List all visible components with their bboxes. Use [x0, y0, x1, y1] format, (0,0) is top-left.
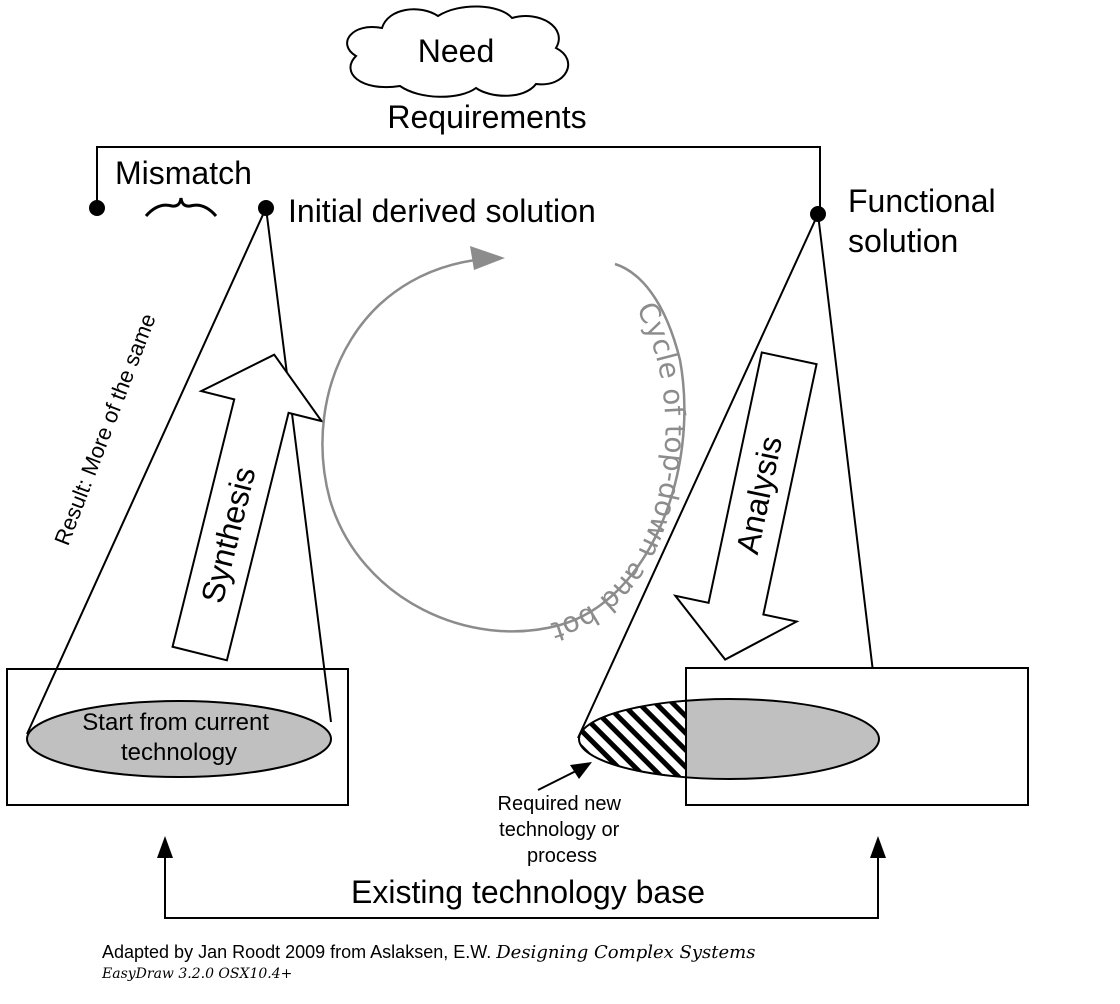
required-technology-label: Required new technology or process — [498, 793, 627, 867]
cycle-loop: Cycle of top-down and bottom-up spirals — [0, 0, 691, 649]
requirement-point — [89, 200, 105, 216]
cloud-shape — [346, 5, 569, 98]
mismatch-brace — [144, 197, 218, 218]
need-label: Need — [418, 33, 495, 69]
required-pointer-head — [570, 762, 592, 779]
requirements-bracket — [96, 146, 821, 212]
current-technology-ellipse — [26, 700, 332, 778]
cycle-label: Cycle of top-down and bottom-up spirals — [0, 0, 691, 649]
cycle-arrowhead — [470, 246, 505, 270]
start-line-1: Start from current — [82, 709, 269, 736]
analysis-arrow: Analysis — [672, 351, 818, 661]
existing-technology-base-label: Existing technology base — [351, 874, 705, 910]
mismatch-label: Mismatch — [115, 155, 252, 191]
required-line-1: Required new — [498, 793, 622, 815]
left-cone — [26, 204, 332, 735]
technology-base-connector — [164, 850, 879, 919]
need-cloud: Need — [346, 5, 569, 98]
cycle-label-path: Cycle of top-down and bottom-up spirals — [0, 0, 691, 649]
start-line-2: technology — [121, 739, 237, 766]
analysis-arrow-shape — [672, 351, 818, 661]
target-technology-outline — [578, 698, 880, 780]
cycle-path — [321, 256, 686, 633]
requirements-label: Requirements — [387, 99, 586, 135]
synthesis-arrow-shape — [171, 353, 324, 662]
software-credit: EasyDraw 3.2.0 OSX10.4+ — [101, 966, 292, 982]
credit-line: Adapted by Jan Roodt 2009 from Aslaksen,… — [102, 942, 755, 963]
right-up-arrowhead — [870, 836, 886, 858]
left-up-arrowhead — [157, 836, 173, 858]
required-line-2: technology or — [499, 819, 619, 841]
functional-solution-label: Functional solution — [848, 183, 1005, 259]
cycle-label-text: Cycle of top-down and bottom-up spirals — [0, 0, 691, 649]
result-label: Result: More of the same — [49, 310, 160, 548]
synthesis-arrow: Synthesis — [171, 353, 324, 662]
right-cone — [577, 210, 881, 739]
required-line-3: process — [527, 845, 597, 867]
functional-line-1: Functional — [848, 183, 996, 219]
start-technology-label: Start from current technology — [82, 709, 275, 766]
current-technology-box — [6, 668, 349, 806]
initial-solution-label: Initial derived solution — [288, 193, 596, 229]
credit-prefix: Adapted by Jan Roodt 2009 from Aslaksen,… — [102, 942, 496, 962]
credit-book-title: Designing Complex Systems — [495, 942, 755, 963]
functional-line-2: solution — [848, 223, 958, 259]
